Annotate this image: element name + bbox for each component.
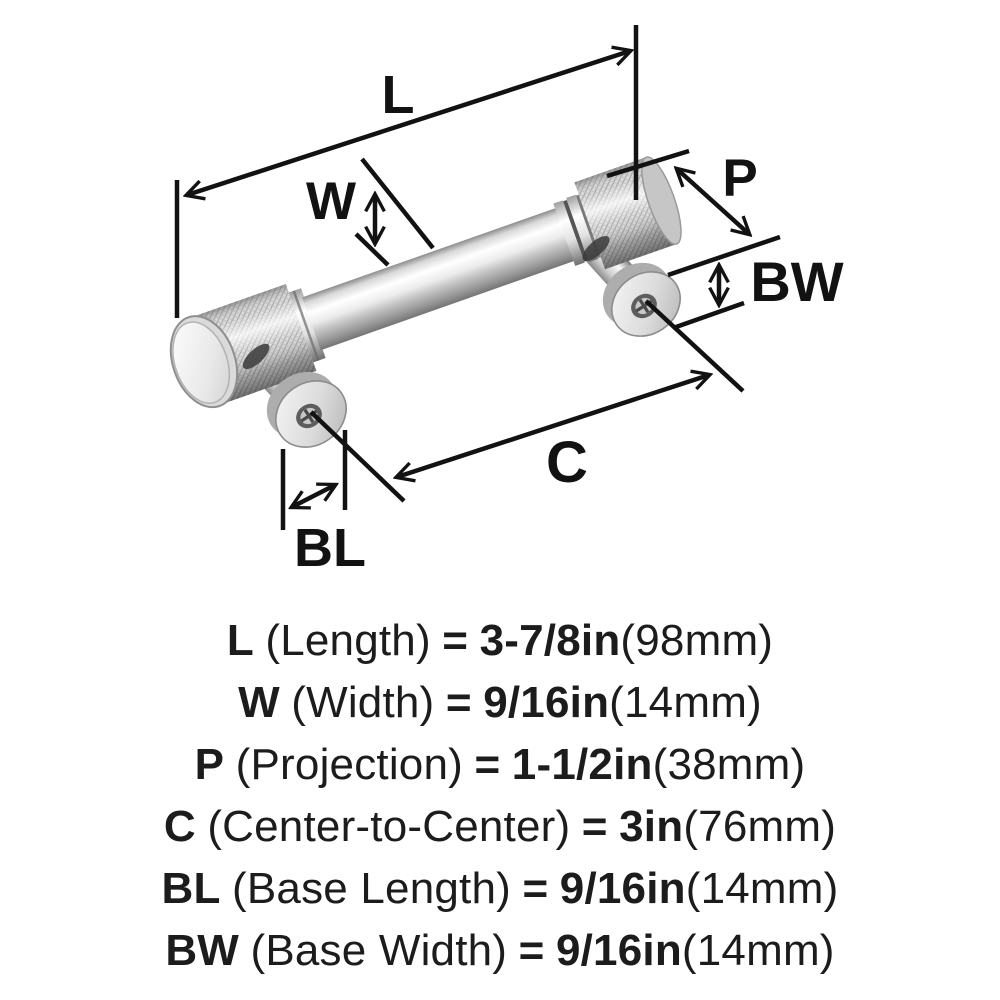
spec-equals: = <box>442 616 469 665</box>
left-cap-face <box>172 321 231 404</box>
spec-equals: = <box>518 926 545 975</box>
spec-name: (Width) <box>291 678 435 727</box>
label-projection: P <box>722 149 757 208</box>
p-tick-upper <box>606 148 690 179</box>
spec-equals: = <box>581 802 608 851</box>
center-bar <box>302 207 578 351</box>
handle-dimension-diagram: L W P C BL BW <box>169 25 844 578</box>
spec-line-base-length: BL(Base Length)=9/16in(14mm) <box>0 858 1000 920</box>
spec-line-length: L(Length)=3-7/8in(98mm) <box>0 610 1000 672</box>
pull-handle-illustration <box>169 156 682 448</box>
spec-line-width: W(Width)=9/16in(14mm) <box>0 672 1000 734</box>
spec-name: (Length) <box>265 616 431 665</box>
label-width: W <box>306 172 356 231</box>
right-post-socket <box>582 235 610 261</box>
c-center-tick-left <box>309 410 406 503</box>
bl-dimension-arrow <box>292 485 335 507</box>
bw-tick-lower <box>675 300 745 330</box>
spec-code: BW <box>165 926 240 975</box>
l-dimension-arrow <box>187 51 630 195</box>
spec-name: (Center-to-Center) <box>207 802 571 851</box>
dimension-spec-list: L(Length)=3-7/8in(98mm) W(Width)=9/16in(… <box>0 604 1000 982</box>
spec-value: 9/16in <box>483 678 610 727</box>
spec-metric: (14mm) <box>681 926 835 975</box>
spec-name: (Base Width) <box>250 926 508 975</box>
spec-metric: (76mm) <box>683 802 837 851</box>
bw-tick-upper <box>667 234 781 278</box>
spec-code: BL <box>161 864 221 913</box>
spec-line-center-to-center: C(Center-to-Center)=3in(76mm) <box>0 796 1000 858</box>
left-post-socket <box>242 343 270 370</box>
left-collar <box>288 288 326 363</box>
spec-code: P <box>194 740 225 789</box>
label-base-length: BL <box>294 518 366 578</box>
spec-value: 3-7/8in <box>479 616 621 665</box>
spec-code: W <box>238 678 280 727</box>
spec-equals: = <box>445 678 472 727</box>
dimension-lines <box>174 25 781 530</box>
spec-code: C <box>163 802 196 851</box>
spec-name: (Base Length) <box>232 864 511 913</box>
spec-name: (Projection) <box>235 740 464 789</box>
label-center-to-center: C <box>546 430 588 495</box>
spec-value: 9/16in <box>559 864 686 913</box>
spec-metric: (38mm) <box>652 740 806 789</box>
spec-code: L <box>226 616 254 665</box>
w-tick-upper <box>360 157 435 250</box>
spec-line-base-width: BW(Base Width)=9/16in(14mm) <box>0 920 1000 982</box>
c-dimension-arrow <box>397 375 709 477</box>
spec-value: 1-1/2in <box>511 740 653 789</box>
spec-metric: (98mm) <box>620 616 774 665</box>
label-base-width: BW <box>750 250 843 313</box>
left-knurled-cap <box>169 284 317 409</box>
spec-metric: (14mm) <box>609 678 762 727</box>
spec-value: 9/16in <box>555 926 682 975</box>
spec-value: 3in <box>619 802 684 851</box>
p-dimension-arrow <box>677 169 749 234</box>
handle-body <box>169 156 682 409</box>
spec-metric: (14mm) <box>685 864 839 913</box>
dimension-labels: L W P C BL BW <box>294 65 844 578</box>
spec-line-projection: P(Projection)=1-1/2in(38mm) <box>0 734 1000 796</box>
spec-equals: = <box>474 740 501 789</box>
spec-equals: = <box>522 864 549 913</box>
w-tick-lower <box>354 232 390 267</box>
label-length: L <box>382 65 415 125</box>
c-center-tick-right <box>644 299 745 393</box>
